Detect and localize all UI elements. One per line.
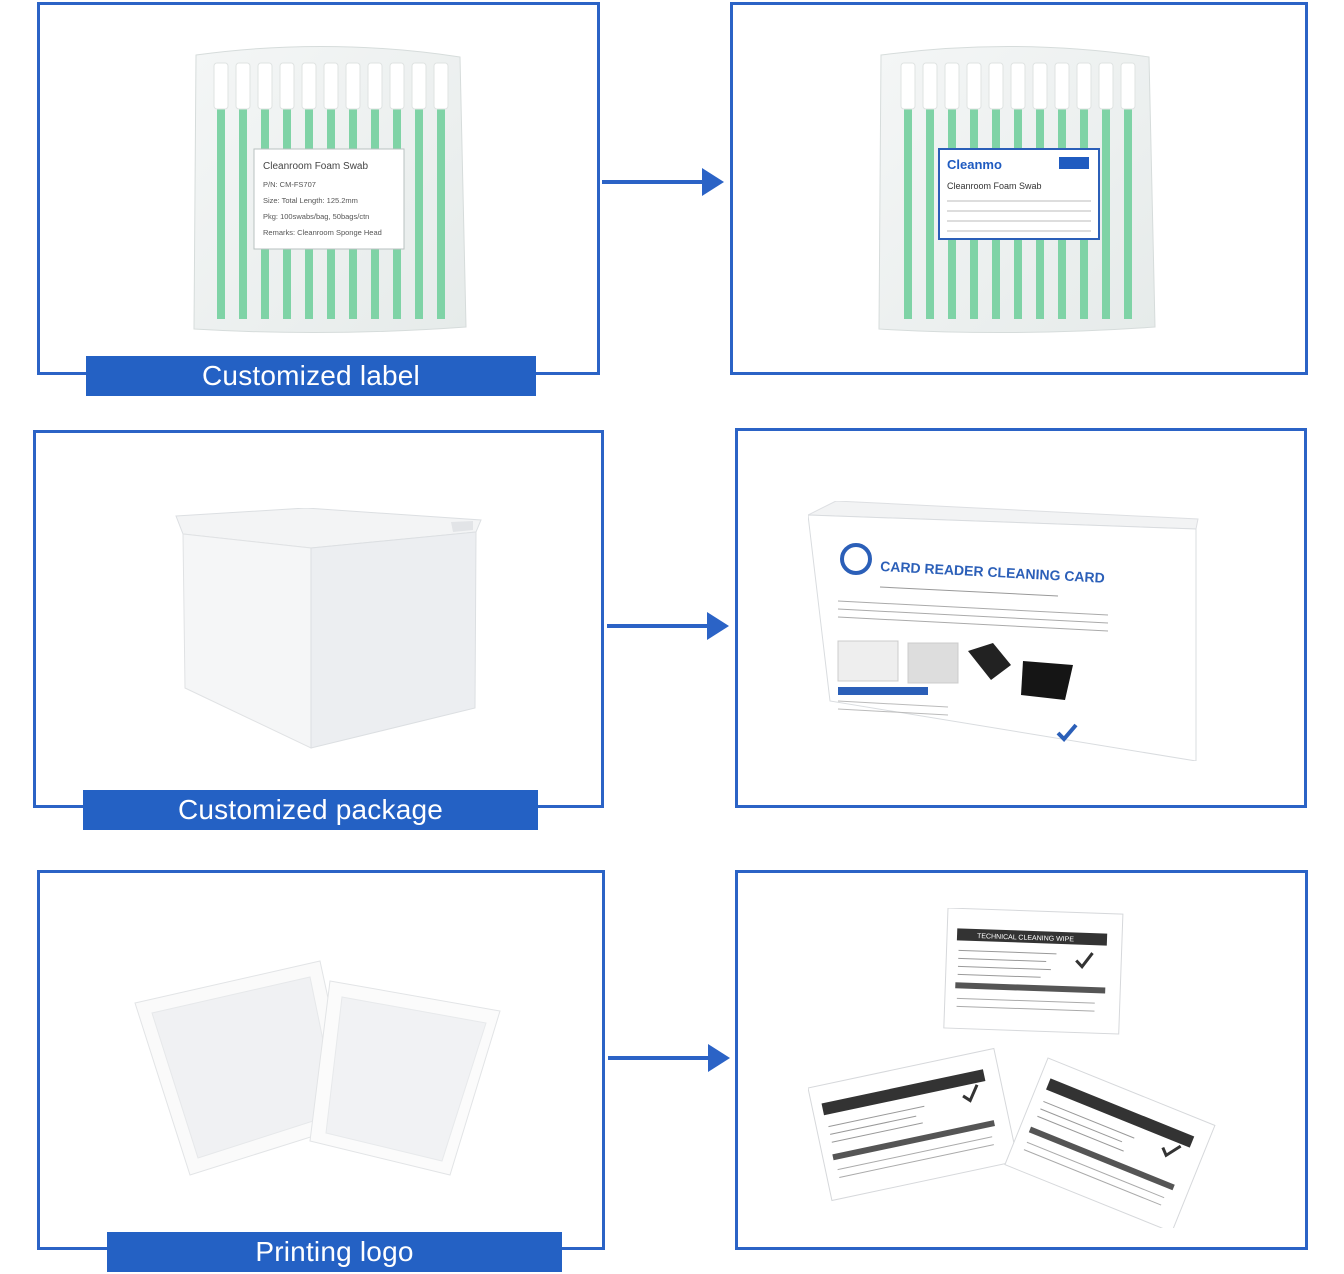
panel-before-logo bbox=[37, 870, 605, 1250]
panel-after-logo: TECHNICAL CLEANING WIPE bbox=[735, 870, 1308, 1250]
branded-label-title: Cleanroom Foam Swab bbox=[947, 181, 1042, 191]
swab-head bbox=[323, 62, 339, 110]
label-line-1: P/N: CM-FS707 bbox=[263, 180, 316, 189]
brand-name: Cleanmo bbox=[947, 157, 1002, 172]
label-line-3: Pkg: 100swabs/bag, 50bags/ctn bbox=[263, 212, 369, 221]
swab-head bbox=[966, 62, 982, 110]
swab-stick bbox=[926, 107, 934, 319]
swab-head bbox=[235, 62, 251, 110]
swab-head bbox=[1010, 62, 1026, 110]
swab-head bbox=[411, 62, 427, 110]
printed-wipe-sachets-image: TECHNICAL CLEANING WIPE bbox=[808, 908, 1216, 1228]
swab-head bbox=[988, 62, 1004, 110]
printed-box-image: CARD READER CLEANING CARD bbox=[808, 501, 1199, 761]
wipe-title: TECHNICAL CLEANING WIPE bbox=[977, 933, 1074, 943]
swab-head bbox=[900, 62, 916, 110]
swab-head bbox=[433, 62, 449, 110]
caption-customized-label: Customized label bbox=[86, 356, 536, 396]
right-arrow-icon bbox=[607, 612, 729, 640]
swab-stick bbox=[904, 107, 912, 319]
swab-head bbox=[922, 62, 938, 110]
swab-head bbox=[1054, 62, 1070, 110]
swab-head bbox=[367, 62, 383, 110]
caption-printing-logo: Printing logo bbox=[107, 1232, 562, 1272]
swab-stick bbox=[1124, 107, 1132, 319]
blank-wipe-sachets-image bbox=[134, 960, 501, 1176]
swab-head bbox=[257, 62, 273, 110]
swab-bag-branded-image: Cleanmo Cleanroom Foam Swab bbox=[878, 45, 1156, 334]
plain-white-box-image bbox=[175, 508, 482, 749]
label-title: Cleanroom Foam Swab bbox=[263, 161, 368, 172]
swab-head bbox=[944, 62, 960, 110]
swab-stick bbox=[217, 107, 225, 319]
swab-head bbox=[213, 62, 229, 110]
swab-stick bbox=[415, 107, 423, 319]
right-arrow-icon bbox=[602, 168, 724, 196]
swab-stick bbox=[1102, 107, 1110, 319]
label-line-4: Remarks: Cleanroom Sponge Head bbox=[263, 228, 382, 237]
swab-head bbox=[279, 62, 295, 110]
swab-head bbox=[1076, 62, 1092, 110]
right-arrow-icon bbox=[608, 1044, 730, 1072]
swab-head bbox=[301, 62, 317, 110]
swab-stick bbox=[239, 107, 247, 319]
swab-head bbox=[1120, 62, 1136, 110]
label-line-2: Size: Total Length: 125.2mm bbox=[263, 196, 358, 205]
panel-before-label: Cleanroom Foam Swab P/N: CM-FS707 Size: … bbox=[37, 2, 600, 375]
swab-stick bbox=[437, 107, 445, 319]
swab-head bbox=[345, 62, 361, 110]
caption-customized-package: Customized package bbox=[83, 790, 538, 830]
swab-head bbox=[1098, 62, 1114, 110]
swab-bag-plain-image: Cleanroom Foam Swab P/N: CM-FS707 Size: … bbox=[193, 45, 467, 334]
checkmark-logo-icon bbox=[1056, 723, 1078, 742]
swab-head bbox=[389, 62, 405, 110]
panel-after-label: Cleanmo Cleanroom Foam Swab bbox=[730, 2, 1308, 375]
panel-after-package: CARD READER CLEANING CARD bbox=[735, 428, 1307, 808]
panel-before-package bbox=[33, 430, 604, 808]
swab-head bbox=[1032, 62, 1048, 110]
